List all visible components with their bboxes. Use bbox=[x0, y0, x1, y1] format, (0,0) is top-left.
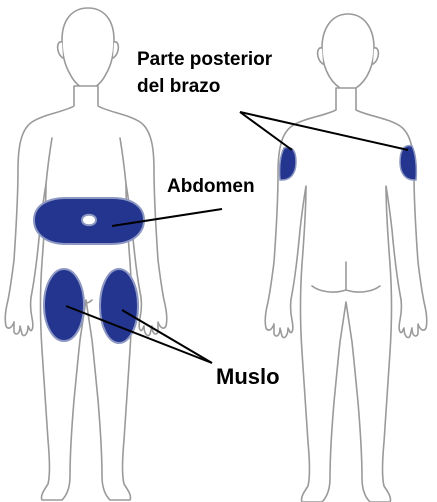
thigh-label: Muslo bbox=[216, 364, 280, 389]
upper-arm-label-line1: Parte posterior bbox=[137, 49, 273, 70]
abdomen-label: Abdomen bbox=[167, 176, 255, 197]
left-thigh-site bbox=[44, 269, 84, 341]
back-body-figure bbox=[265, 14, 427, 502]
upper-arm-label-line2: del brazo bbox=[137, 76, 220, 97]
thigh-leader-left bbox=[66, 306, 212, 363]
